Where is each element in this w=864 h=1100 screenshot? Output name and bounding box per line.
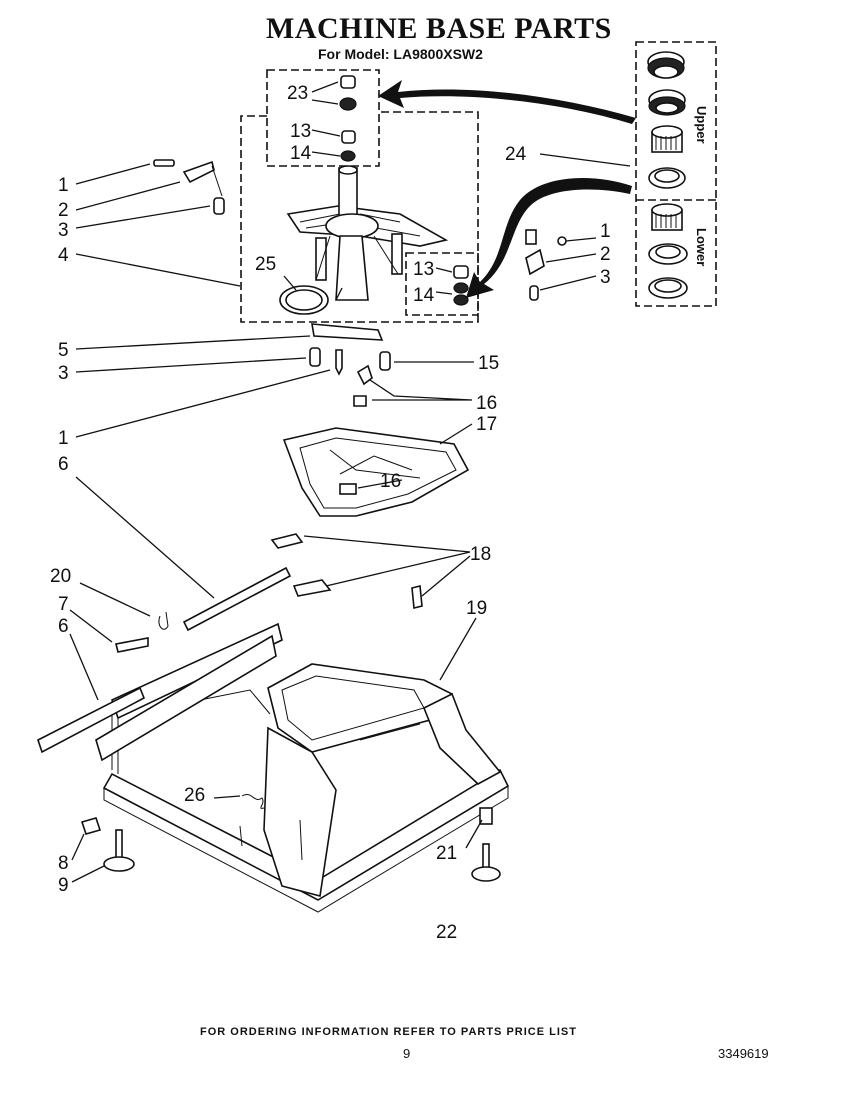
callout-2-right: 2 — [600, 244, 611, 265]
callout-16-upper: 16 — [476, 393, 497, 414]
callout-14-top: 14 — [290, 143, 312, 164]
page-number: 9 — [403, 1046, 411, 1061]
lower-bearing-arrow — [466, 177, 632, 298]
model-subtitle: For Model: LA9800XSW2 — [318, 46, 483, 62]
callout-18: 18 — [470, 544, 491, 565]
bearing-kit-panel — [635, 41, 717, 307]
side-rails — [37, 566, 292, 762]
callout-15: 15 — [478, 353, 499, 374]
center-brace-hardware — [309, 323, 391, 407]
left-mount-bracket — [153, 159, 225, 215]
corner-brackets — [270, 533, 423, 610]
callout-9: 9 — [58, 875, 69, 896]
callout-13-right: 13 — [413, 259, 434, 280]
callout-3-right: 3 — [600, 267, 611, 288]
callout-22: 22 — [436, 922, 457, 943]
callout-1-right: 1 — [600, 221, 611, 242]
right-mount-bracket — [525, 229, 567, 301]
ordering-note: FOR ORDERING INFORMATION REFER TO PARTS … — [200, 1026, 577, 1038]
callout-8: 8 — [58, 853, 69, 874]
callout-26: 26 — [184, 785, 205, 806]
callout-7: 7 — [58, 594, 69, 615]
callout-3-upper-left: 3 — [58, 220, 69, 241]
callout-1-mid-left: 1 — [58, 428, 69, 449]
upper-bearing-label: Upper — [694, 106, 709, 144]
callout-3-mid-left: 3 — [58, 363, 69, 384]
document-number: 3349619 — [718, 1046, 769, 1061]
callout-1-upper-left: 1 — [58, 175, 69, 196]
page-title: MACHINE BASE PARTS — [266, 12, 612, 45]
callout-23: 23 — [287, 83, 308, 104]
callout-25: 25 — [255, 254, 276, 275]
callout-20: 20 — [50, 566, 71, 587]
callout-4: 4 — [58, 245, 69, 266]
upper-bearing-arrow — [378, 80, 636, 124]
base-plate — [282, 427, 470, 517]
callout-14-right: 14 — [413, 285, 435, 306]
bearing-kit-parts — [647, 51, 688, 299]
callout-21: 21 — [436, 843, 457, 864]
callout-16-lower: 16 — [380, 471, 401, 492]
spin-bearings-top — [339, 75, 357, 162]
leveling-legs — [80, 794, 501, 882]
callout-19: 19 — [466, 598, 487, 619]
spin-bearings-right — [453, 265, 469, 306]
transmission-spider-assembly — [279, 165, 449, 315]
callout-6-upper: 6 — [58, 454, 69, 475]
lower-bearing-label: Lower — [694, 228, 709, 266]
callout-6-lower: 6 — [58, 616, 69, 637]
callout-17: 17 — [476, 414, 497, 435]
callout-13-top: 13 — [290, 121, 311, 142]
callout-24: 24 — [505, 144, 527, 165]
callout-leader-lines — [69, 81, 631, 883]
bearing-group-box-top — [266, 69, 380, 167]
callout-5: 5 — [58, 340, 69, 361]
transmission-group-box — [240, 111, 479, 323]
callout-2-upper-left: 2 — [58, 200, 69, 221]
machine-base-frame — [102, 622, 510, 913]
